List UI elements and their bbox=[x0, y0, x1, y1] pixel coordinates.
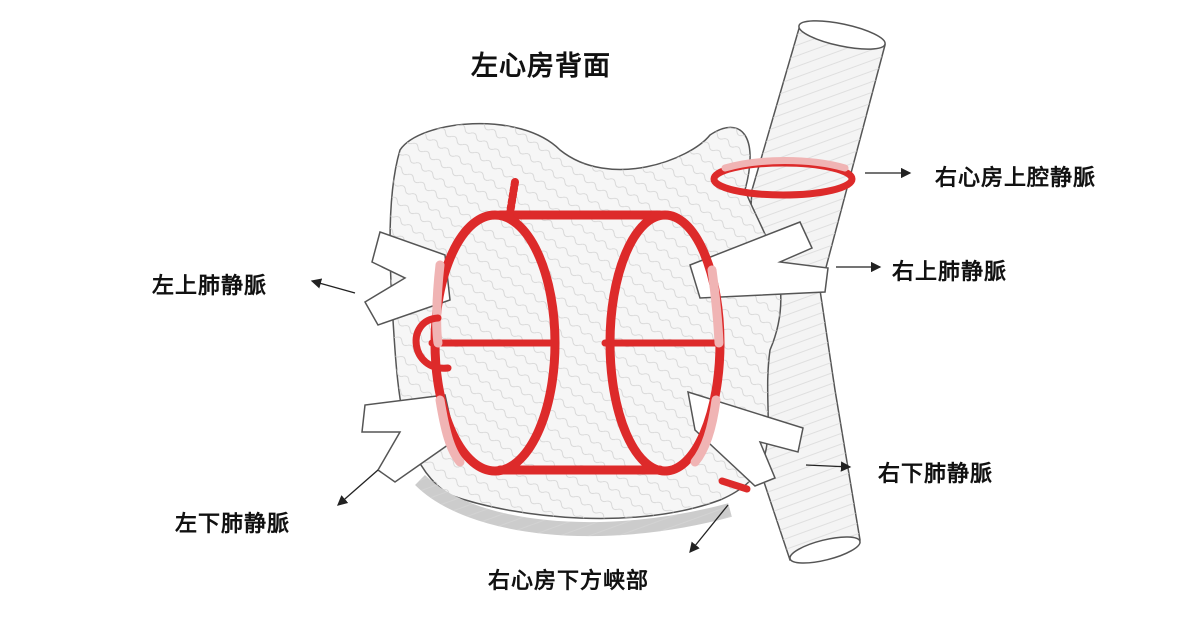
label-rspv: 右上肺静脈 bbox=[892, 260, 1008, 285]
isthmus-line bbox=[718, 477, 751, 493]
ablation-lines bbox=[412, 157, 856, 493]
label-arrows bbox=[310, 167, 912, 554]
left-inferior-pulmonary-vein bbox=[361, 394, 456, 483]
label-svc: 右心房上腔静脈 bbox=[935, 166, 1097, 191]
label-lipv: 左下肺静脈 bbox=[175, 512, 291, 537]
label-ripv: 右下肺静脈 bbox=[878, 462, 994, 487]
left-loop bbox=[412, 314, 452, 372]
label-lspv: 左上肺静脈 bbox=[152, 274, 268, 299]
label-isthmus: 右心房下方峡部 bbox=[488, 569, 650, 594]
diagram-title: 左心房背面 bbox=[471, 51, 611, 82]
